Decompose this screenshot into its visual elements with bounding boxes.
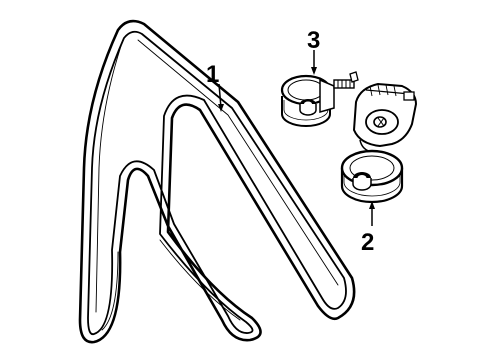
leader-arrow-tensioner <box>369 201 375 209</box>
leader-lines <box>218 50 375 226</box>
belt-tensioner <box>340 82 418 204</box>
belt-rib-line <box>101 251 119 331</box>
callout-idler-pulley: 3 <box>307 27 320 54</box>
belt-rib-line <box>159 239 241 321</box>
callout-tensioner: 2 <box>361 229 374 256</box>
belt-rib-line <box>137 39 339 286</box>
leader-arrow-idler <box>311 67 317 75</box>
belt-rib-line <box>95 45 122 313</box>
callout-belt: 1 <box>206 61 219 88</box>
mounting-stud <box>333 71 359 89</box>
leader-arrow-belt <box>218 104 224 112</box>
belt-inner-edge <box>87 30 347 336</box>
belt-outer-edge <box>78 19 356 344</box>
serpentine-belt <box>78 19 356 344</box>
idler-pulley <box>280 71 359 127</box>
